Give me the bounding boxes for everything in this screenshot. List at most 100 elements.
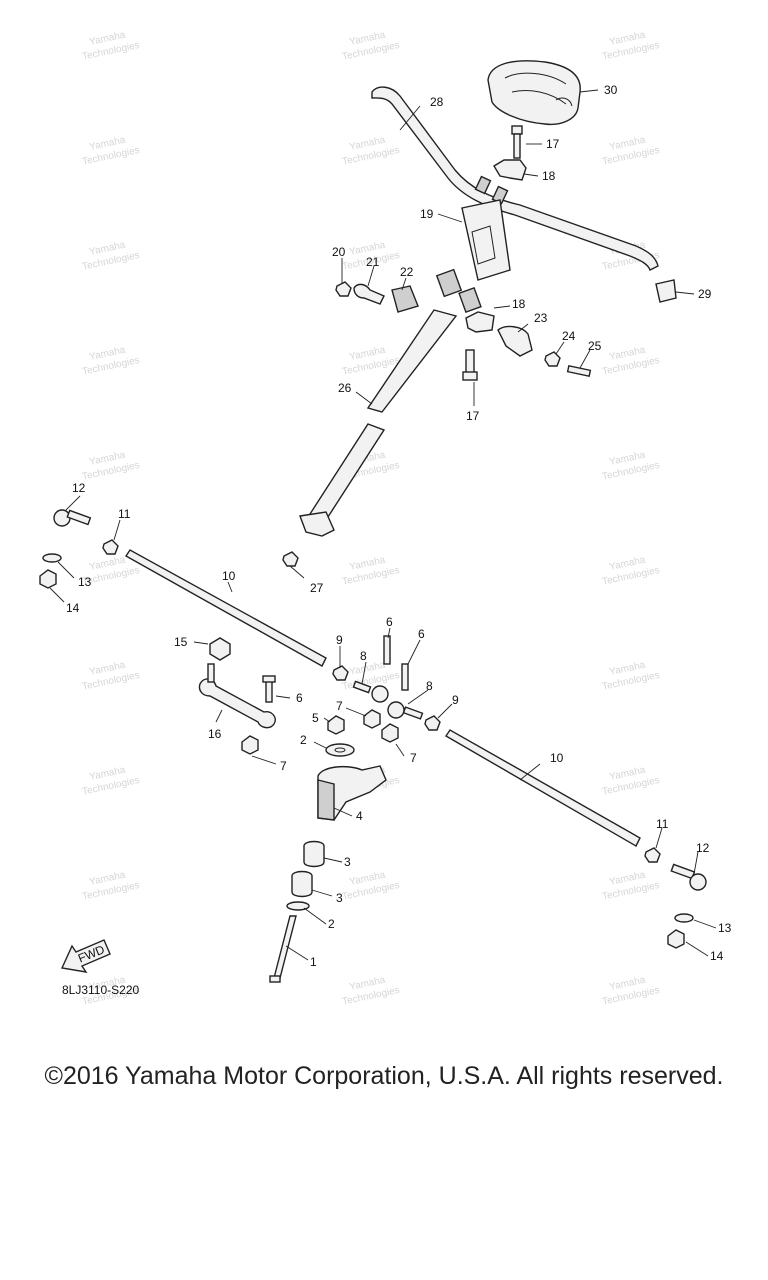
callout-6-center-right: 6 [418, 627, 425, 641]
rod-end-8-right [387, 701, 424, 720]
bolt-25 [566, 364, 592, 378]
watermark: Yamaha Technologies [81, 659, 140, 692]
callout-22: 22 [400, 265, 414, 279]
callout-26: 26 [338, 381, 352, 395]
callout-11-left: 11 [118, 507, 131, 521]
watermark: Yamaha Technologies [81, 449, 140, 482]
pivot-arm-4 [317, 765, 387, 821]
callout-7-right: 7 [410, 751, 417, 765]
callout-19: 19 [420, 207, 434, 221]
watermark: Yamaha Technologies [601, 554, 660, 587]
nut-7-right [381, 723, 399, 743]
callout-4: 4 [356, 809, 363, 823]
watermark: Yamaha Technologies [601, 764, 660, 797]
nut-7-relay [241, 735, 259, 755]
bolt-1 [273, 915, 297, 979]
callout-6-relay: 6 [296, 691, 303, 705]
bolt-17-lower [462, 349, 478, 381]
callout-5: 5 [312, 711, 319, 725]
callout-12-right: 12 [696, 841, 710, 855]
callout-28: 28 [430, 95, 444, 109]
bracket-22 [391, 285, 419, 313]
nut-20 [335, 281, 352, 297]
callout-13-left: 13 [78, 575, 92, 589]
nut-11-right [644, 847, 661, 863]
callout-numbers: 30 28 17 18 19 20 21 22 18 23 24 25 17 2… [66, 83, 732, 969]
rod-end-8-left [352, 680, 389, 703]
nut-9-right [424, 715, 441, 731]
steering-column-spline [435, 268, 482, 314]
bushing-3-lower [291, 870, 313, 898]
tie-rod-10-left [124, 549, 327, 667]
link-21 [353, 283, 385, 305]
watermark: Yamaha Technologies [601, 869, 660, 902]
callout-10-left: 10 [222, 569, 236, 583]
washer-13-right [674, 913, 694, 923]
clamp-18-lower [465, 311, 495, 333]
callout-10-right: 10 [550, 751, 564, 765]
nut-9-left [332, 665, 349, 681]
callout-2-lower: 2 [328, 917, 335, 931]
handlebar-pad-detail [504, 72, 573, 107]
end-23 [497, 325, 533, 357]
watermark: Yamaha Technologies [81, 764, 140, 797]
callout-14-right: 14 [710, 949, 724, 963]
washer-2-lower [286, 901, 310, 911]
leader-lines [49, 89, 717, 961]
callout-11-right: 11 [656, 817, 669, 831]
forward-arrow-icon: FWD [60, 939, 111, 973]
watermark: Yamaha Technologies [601, 659, 660, 692]
watermark: Yamaha Technologies [341, 29, 400, 62]
nut-5 [327, 715, 345, 735]
watermark: Yamaha Technologies [341, 869, 400, 902]
tie-rod-end-12-left [53, 509, 92, 527]
callout-17-lower: 17 [466, 409, 480, 423]
nut-14-left [39, 569, 57, 589]
callout-9-left: 9 [336, 633, 343, 647]
callout-20: 20 [332, 245, 346, 259]
callout-16: 16 [208, 727, 222, 741]
callout-1: 1 [310, 955, 317, 969]
callout-7-center: 7 [336, 699, 343, 713]
callout-8-left: 8 [360, 649, 367, 663]
steering-column-bottom-bracket [299, 511, 335, 537]
bolt-6-center-left [383, 635, 391, 665]
handlebar-holder [461, 199, 511, 281]
watermark: Yamaha Technologies [81, 869, 140, 902]
handlebar [371, 86, 659, 271]
bolt-17-upper [511, 125, 523, 159]
nut-7-center [363, 709, 381, 729]
copyright-notice: ©2016 Yamaha Motor Corporation, U.S.A. A… [44, 1062, 724, 1090]
watermark: Yamaha Technologies [341, 974, 400, 1007]
bolt-6-center-right [401, 663, 409, 691]
callout-18-top: 18 [542, 169, 556, 183]
tie-rod-10-right [445, 729, 641, 847]
callout-2-upper: 2 [300, 733, 307, 747]
handlebar-end-cap [655, 279, 677, 303]
callout-23: 23 [534, 311, 548, 325]
watermark: Yamaha Technologies [601, 974, 660, 1007]
handlebar-holder-cutout [471, 225, 496, 265]
watermark: Yamaha Technologies [601, 449, 660, 482]
watermark: Yamaha Technologies [81, 29, 140, 62]
callout-30: 30 [604, 83, 618, 97]
watermark: Yamaha Technologies [341, 554, 400, 587]
callout-12-left: 12 [72, 481, 86, 495]
callout-25: 25 [588, 339, 602, 353]
callout-3-upper: 3 [344, 855, 351, 869]
nut-11-left [102, 539, 119, 555]
callout-27: 27 [310, 581, 324, 595]
watermark: Yamaha Technologies [81, 344, 140, 377]
tie-rod-end-12-right [670, 863, 707, 891]
callout-24: 24 [562, 329, 576, 343]
diagram-code: 8LJ3110-S220 [62, 983, 140, 997]
watermark: Yamaha Technologies [81, 134, 140, 167]
nut-14-right [667, 929, 685, 949]
washer-2-upper [325, 743, 355, 757]
callout-3-lower: 3 [336, 891, 343, 905]
callout-6-center-left: 6 [386, 615, 393, 629]
callout-21: 21 [366, 255, 380, 269]
callout-15: 15 [174, 635, 188, 649]
nut-27 [282, 551, 299, 567]
washer-13-left [42, 553, 62, 563]
